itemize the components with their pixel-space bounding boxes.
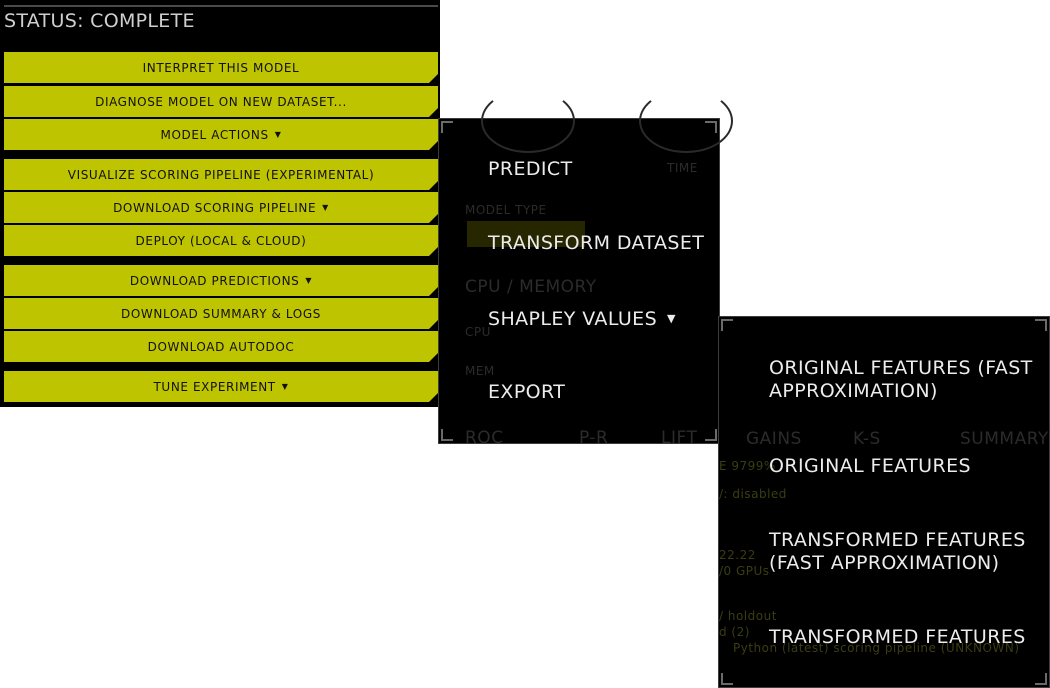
visualize-scoring-pipeline-button[interactable]: VISUALIZE SCORING PIPELINE (EXPERIMENTAL… — [4, 159, 438, 190]
background-text: d (2) — [719, 625, 750, 639]
button-label: MODEL ACTIONS — [160, 127, 269, 142]
background-gauge — [639, 89, 733, 153]
menu-item-transform-dataset[interactable]: TRANSFORM DATASET — [488, 232, 705, 254]
background-gauge — [481, 89, 575, 153]
frame-corner — [721, 673, 733, 685]
download-autodoc-button[interactable]: DOWNLOAD AUTODOC — [4, 331, 438, 362]
background-text: Python (latest) scoring pipeline (UNKNOW… — [733, 641, 1020, 655]
submenu-item-line: TRANSFORMED FEATURES — [769, 626, 1026, 648]
button-label: DOWNLOAD SCORING PIPELINE — [113, 200, 317, 215]
background-text: E 9799% — [719, 459, 776, 473]
background-model-type-label: MODEL TYPE — [465, 203, 547, 217]
menu-item-predict[interactable]: PREDICT — [488, 158, 573, 180]
button-label: INTERPRET THIS MODEL — [142, 60, 300, 75]
submenu-item-original-features[interactable]: ORIGINAL FEATURES — [769, 455, 971, 478]
button-label: TUNE EXPERIMENT — [153, 379, 276, 394]
panel-top-divider — [4, 5, 438, 7]
frame-corner — [721, 319, 733, 331]
frame-corner — [705, 429, 717, 441]
button-label: VISUALIZE SCORING PIPELINE (EXPERIMENTAL… — [67, 167, 375, 182]
background-lift-tab: LIFT — [661, 428, 698, 448]
deploy-button[interactable]: DEPLOY (LOCAL & CLOUD) — [4, 225, 438, 256]
caret-down-icon: ▼ — [305, 276, 313, 285]
background-summary-tab: SUMMARY — [960, 429, 1049, 449]
background-model-type-bar — [467, 221, 585, 247]
background-gains-tab: GAINS — [746, 429, 802, 449]
frame-corner — [705, 121, 717, 133]
button-label: DOWNLOAD PREDICTIONS — [129, 273, 300, 288]
diagnose-model-button[interactable]: DIAGNOSE MODEL ON NEW DATASET... — [4, 86, 438, 117]
frame-corner — [1035, 319, 1047, 331]
submenu-item-line: (FAST APPROXIMATION) — [769, 552, 1000, 574]
submenu-item-transformed-features[interactable]: TRANSFORMED FEATURES — [769, 626, 1026, 649]
submenu-item-original-features-fast[interactable]: ORIGINAL FEATURES (FAST APPROXIMATION) — [769, 357, 1033, 403]
interpret-model-button[interactable]: INTERPRET THIS MODEL — [4, 52, 438, 83]
background-time-label: TIME — [667, 161, 698, 175]
caret-down-icon: ▼ — [281, 382, 289, 391]
submenu-item-line: APPROXIMATION) — [769, 380, 938, 402]
button-label: DOWNLOAD SUMMARY & LOGS — [121, 306, 321, 321]
background-cpu-memory-label: CPU / MEMORY — [465, 277, 597, 297]
status-title: STATUS: COMPLETE — [4, 10, 195, 32]
menu-item-label: SHAPLEY VALUES — [488, 308, 658, 330]
download-summary-logs-button[interactable]: DOWNLOAD SUMMARY & LOGS — [4, 298, 438, 329]
download-scoring-pipeline-button[interactable]: DOWNLOAD SCORING PIPELINE ▼ — [4, 192, 438, 223]
background-ks-tab: K-S — [853, 429, 881, 449]
caret-down-icon: ▼ — [274, 130, 282, 139]
caret-down-icon: ▼ — [667, 312, 676, 325]
submenu-item-line: ORIGINAL FEATURES — [769, 455, 971, 477]
background-text: /: disabled — [719, 487, 787, 501]
caret-down-icon: ▼ — [322, 203, 329, 212]
submenu-item-transformed-features-fast[interactable]: TRANSFORMED FEATURES (FAST APPROXIMATION… — [769, 529, 1026, 575]
status-panel: STATUS: COMPLETE INTERPRET THIS MODEL DI… — [0, 0, 440, 407]
download-predictions-button[interactable]: DOWNLOAD PREDICTIONS ▼ — [4, 265, 438, 296]
frame-corner — [1035, 673, 1047, 685]
background-cpu-label: CPU — [465, 325, 491, 339]
background-text: /0 GPUs — [719, 564, 770, 578]
background-text: / holdout — [719, 609, 777, 623]
frame-corner — [441, 429, 453, 441]
button-label: DIAGNOSE MODEL ON NEW DATASET... — [95, 94, 347, 109]
background-pr-tab: P-R — [579, 428, 609, 448]
background-roc-tab: ROC — [465, 428, 504, 448]
submenu-item-line: ORIGINAL FEATURES (FAST — [769, 357, 1033, 379]
frame-corner — [441, 121, 453, 133]
submenu-item-line: TRANSFORMED FEATURES — [769, 529, 1026, 551]
model-actions-button[interactable]: MODEL ACTIONS ▼ — [4, 119, 438, 150]
background-mem-label: MEM — [465, 364, 495, 378]
model-actions-menu: TIME MODEL TYPE CPU / MEMORY CPU MEM ROC… — [438, 89, 733, 448]
menu-item-export[interactable]: EXPORT — [488, 381, 566, 403]
button-label: DOWNLOAD AUTODOC — [147, 339, 295, 354]
tune-experiment-button[interactable]: TUNE EXPERIMENT ▼ — [4, 371, 438, 402]
shapley-values-submenu: GAINS K-S SUMMARY E 9799% /: disabled 22… — [718, 316, 1050, 688]
button-label: DEPLOY (LOCAL & CLOUD) — [135, 233, 307, 248]
menu-item-shapley-values[interactable]: SHAPLEY VALUES ▼ — [488, 307, 676, 331]
background-text: 22.22 — [719, 548, 756, 562]
